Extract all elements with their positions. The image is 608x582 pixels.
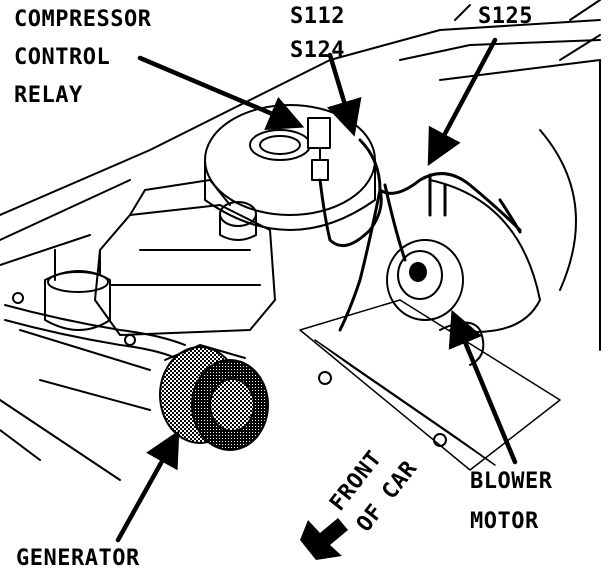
compressor-label-line-1: COMPRESSOR bbox=[14, 7, 152, 32]
compressor-control-relay bbox=[307, 117, 331, 181]
hoses bbox=[4, 304, 186, 411]
firewall bbox=[439, 59, 601, 351]
wiring-harness bbox=[318, 138, 522, 332]
engine-block bbox=[94, 179, 276, 336]
s125-label: S125 bbox=[478, 4, 533, 29]
s112-label: S112 bbox=[290, 4, 345, 29]
blower-label-line-1: BLOWER bbox=[470, 469, 553, 494]
reservoir bbox=[44, 249, 111, 331]
blower-label-line-2: MOTOR bbox=[470, 509, 539, 534]
front-of-car-arrow bbox=[300, 518, 348, 560]
callout-arrows bbox=[115, 37, 518, 543]
fasteners bbox=[12, 292, 447, 447]
compressor-label-line-3: RELAY bbox=[14, 83, 83, 108]
blower-motor-label: BLOWER MOTOR bbox=[470, 462, 552, 542]
s124-label: S124 bbox=[290, 38, 345, 63]
generator bbox=[159, 344, 269, 451]
generator-label: GENERATOR bbox=[16, 546, 140, 571]
fender-outline bbox=[0, 0, 601, 481]
compressor-label-line-2: CONTROL bbox=[14, 45, 111, 70]
cowl-grille bbox=[299, 299, 561, 471]
compressor-control-relay-label: COMPRESSOR CONTROL RELAY bbox=[14, 1, 151, 115]
